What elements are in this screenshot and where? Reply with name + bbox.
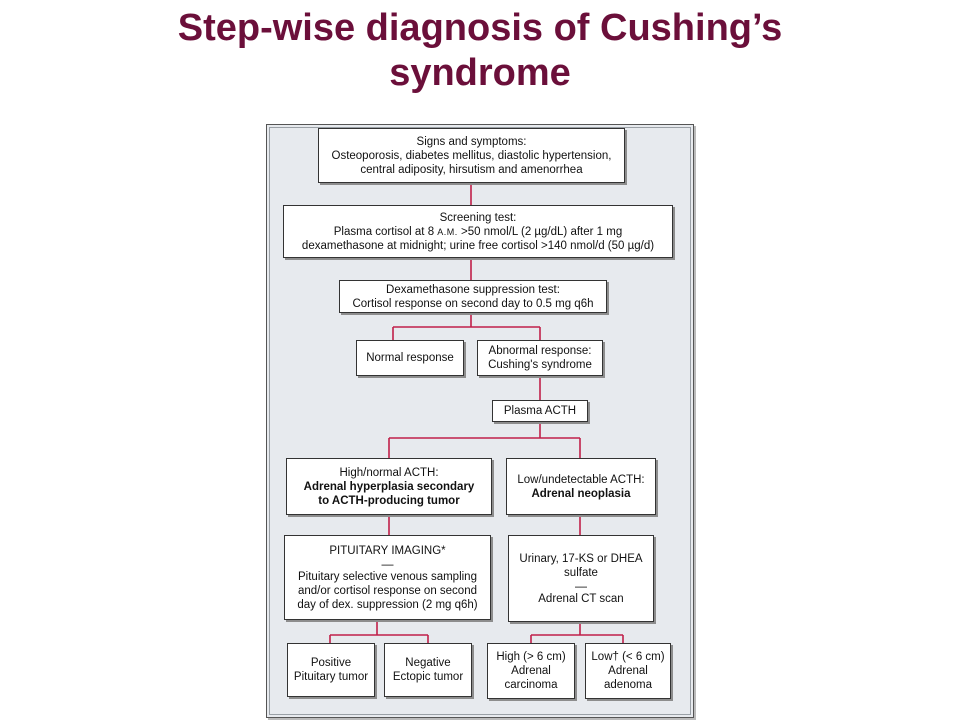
screening-test-box: Screening test: Plasma cortisol at 8 A.M… (283, 205, 673, 258)
slide-title-line2: syndrome (389, 52, 571, 94)
urinary-line1: Urinary, 17-KS or DHEA (519, 552, 643, 565)
flowchart-figure: Signs and symptoms: Osteoporosis, diabet… (266, 124, 694, 718)
screening-heading: Screening test: (439, 211, 517, 224)
high-acth-line2: to ACTH-producing tumor (318, 494, 460, 507)
high-acth-heading: High/normal ACTH: (339, 466, 439, 479)
low-acth-heading: Low/undetectable ACTH: (517, 473, 645, 486)
high-acth-line1: Adrenal hyperplasia secondary (303, 480, 475, 493)
screening-line1-time: A.M. (437, 226, 458, 237)
low-line1: Low† (< 6 cm) (591, 651, 665, 663)
high-acth-box: High/normal ACTH: Adrenal hyperplasia se… (286, 458, 492, 515)
dex-line1: Cortisol response on second day to 0.5 m… (352, 297, 594, 310)
high-line2: Adrenal (511, 665, 551, 677)
positive-box: Positive Pituitary tumor (287, 643, 375, 697)
high-line3: carcinoma (504, 679, 558, 691)
pituitary-imaging-box: PITUITARY IMAGING* — Pituitary selective… (284, 535, 491, 620)
abnormal-response-box: Abnormal response: Cushing's syndrome (477, 340, 603, 376)
high-line1: High (> 6 cm) (496, 651, 566, 663)
negative-box: Negative Ectopic tumor (384, 643, 472, 697)
positive-line1: Positive (310, 657, 352, 669)
high-carcinoma-box: High (> 6 cm) Adrenal carcinoma (487, 643, 575, 699)
slide-title: Step-wise diagnosis of Cushing’s syndrom… (0, 6, 960, 96)
abnormal-line2: Cushing's syndrome (488, 359, 592, 371)
screening-line1-c: >50 nmol/L (2 µg/dL) after 1 mg (457, 225, 623, 238)
screening-line2: dexamethasone at midnight; urine free co… (301, 239, 655, 252)
slide-title-line1: Step-wise diagnosis of Cushing’s (177, 7, 783, 49)
low-line2: Adrenal (608, 665, 648, 677)
dex-suppression-box: Dexamethasone suppression test: Cortisol… (339, 280, 607, 313)
urinary-separator: — (575, 578, 587, 593)
low-adenoma-box: Low† (< 6 cm) Adrenal adenoma (585, 643, 671, 699)
connector-lines (329, 183, 624, 643)
normal-label: Normal response (366, 352, 454, 364)
urinary-line2: sulfate (564, 566, 598, 579)
pituitary-separator: — (381, 556, 394, 571)
low-line3: adenoma (604, 679, 652, 691)
abnormal-line1: Abnormal response: (488, 345, 592, 357)
negative-line2: Ectopic tumor (392, 671, 464, 683)
signs-line2: central adiposity, hirsutism and amenorr… (360, 163, 583, 176)
signs-symptoms-box: Signs and symptoms: Osteoporosis, diabet… (318, 128, 625, 183)
normal-response-box: Normal response (356, 340, 464, 376)
pituitary-line2: and/or cortisol response on second (298, 584, 477, 597)
urinary-line3: Adrenal CT scan (538, 592, 624, 605)
signs-line1: Osteoporosis, diabetes mellitus, diastol… (331, 149, 612, 162)
screening-line1-a: Plasma cortisol at 8 (333, 225, 438, 238)
low-acth-line1: Adrenal neoplasia (531, 487, 631, 500)
negative-line1: Negative (405, 657, 451, 669)
pituitary-line3: day of dex. suppression (2 mg q6h) (297, 598, 478, 611)
positive-line2: Pituitary tumor (293, 671, 369, 683)
dex-heading: Dexamethasone suppression test: (386, 283, 560, 296)
screening-line1: Plasma cortisol at 8 A.M. >50 nmol/L (2 … (334, 225, 622, 239)
plasma-acth-box: Plasma ACTH (492, 400, 588, 422)
low-acth-box: Low/undetectable ACTH: Adrenal neoplasia (506, 458, 656, 515)
urinary-box: Urinary, 17-KS or DHEA sulfate — Adrenal… (508, 535, 654, 622)
pituitary-heading: PITUITARY IMAGING* (329, 544, 446, 557)
plasma-acth-label: Plasma ACTH (503, 405, 577, 417)
signs-heading: Signs and symptoms: (416, 135, 527, 148)
pituitary-line1: Pituitary selective venous sampling (298, 570, 477, 583)
